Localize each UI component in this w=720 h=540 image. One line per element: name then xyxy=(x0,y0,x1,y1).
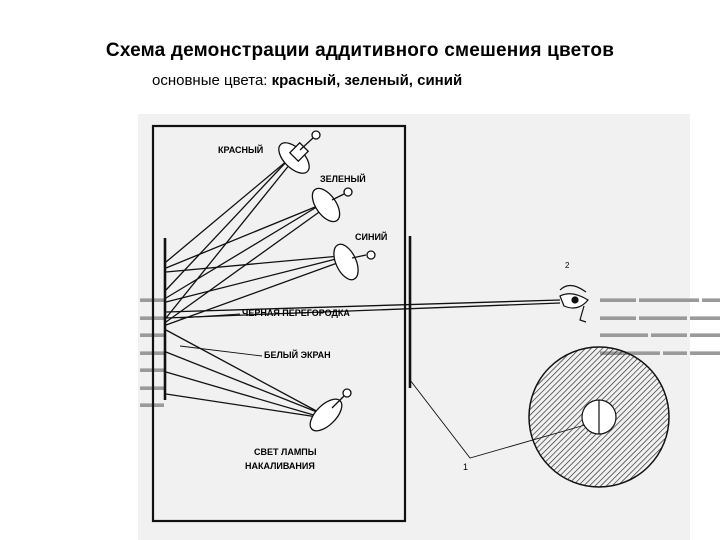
marker-eye: 2 xyxy=(565,261,570,270)
blue-rays xyxy=(165,255,341,326)
label-blue: СИНИЙ xyxy=(355,231,387,242)
label-red: КРАСНЫЙ xyxy=(218,144,263,155)
label-white-light-1: СВЕТ ЛАМПЫ xyxy=(254,447,317,457)
white-light-projector xyxy=(309,388,352,432)
observer-eye xyxy=(559,284,589,323)
faded-scan-text: ▬▬▬ ▬▬▬▬▬ ▬▬ ▬▬▬ ▬▬▬▬ ▬▬▬ ▬▬▬▬ ▬▬▬ ▬▬▬ ▬… xyxy=(600,291,720,358)
sight-lines xyxy=(165,299,561,319)
leader-screen xyxy=(179,345,263,357)
page-title: Схема демонстрации аддитивного смешения … xyxy=(105,40,615,61)
label-green: ЗЕЛЕНЫЙ xyxy=(320,173,366,184)
subtitle-prefix: основные цвета: xyxy=(152,72,272,89)
blue-projector xyxy=(333,243,376,281)
label-white-screen: БЕЛЫЙ ЭКРАН xyxy=(264,349,331,360)
white-light-rays xyxy=(165,329,325,419)
red-projector xyxy=(278,130,321,174)
page-subtitle: основные цвета: красный, зеленый, синий xyxy=(152,72,462,89)
color-disk xyxy=(528,346,670,488)
subtitle-colors: красный, зеленый, синий xyxy=(271,72,463,89)
demonstration-box xyxy=(151,124,407,523)
leader-partition xyxy=(179,313,241,319)
label-white-light-2: НАКАЛИВАНИЯ xyxy=(245,461,315,471)
green-rays xyxy=(165,204,323,323)
green-projector xyxy=(311,187,353,223)
label-black-partition: ЧЕРНАЯ ПЕРЕГОРОДКА xyxy=(242,308,350,318)
marker-disk: 1 xyxy=(463,462,468,472)
red-rays xyxy=(165,159,291,319)
